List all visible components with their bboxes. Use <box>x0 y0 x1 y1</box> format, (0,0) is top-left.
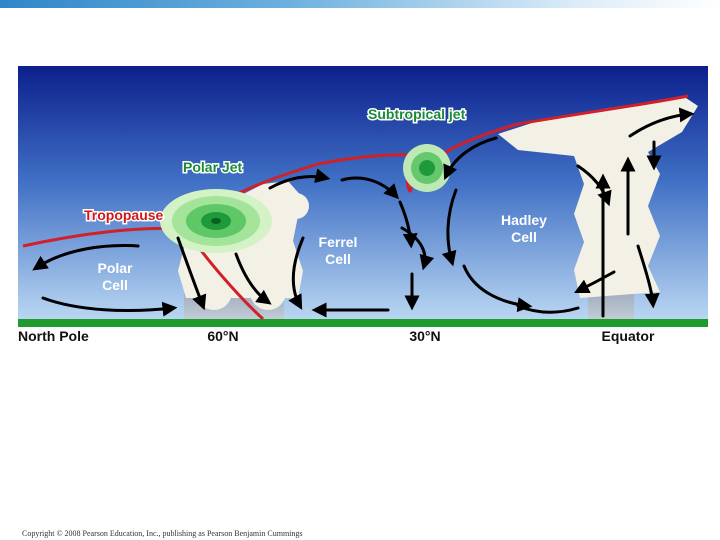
north-pole-label: North Pole <box>18 328 89 344</box>
circulation-arrows <box>32 107 695 318</box>
atmospheric-circulation-diagram: Subtropical jet Polar Jet Tropopause Pol… <box>18 66 708 346</box>
lat-30n-label: 30°N <box>409 328 440 344</box>
ground-surface <box>18 319 708 327</box>
hadley-cell-label-line2: Cell <box>511 229 537 245</box>
polar-jet-core <box>160 189 272 253</box>
top-accent-bar <box>0 0 720 8</box>
copyright-notice: Copyright © 2008 Pearson Education, Inc.… <box>22 529 303 538</box>
hadley-cell-label-line1: Hadley <box>501 212 547 228</box>
polar-cell-label-line1: Polar <box>97 260 133 276</box>
equator-label: Equator <box>602 328 655 344</box>
polar-jet-label: Polar Jet <box>183 159 242 175</box>
subtropical-jet-core <box>403 144 451 192</box>
tropopause-label: Tropopause <box>84 207 164 223</box>
ferrel-cell-label-line2: Cell <box>325 251 351 267</box>
lat-60n-label: 60°N <box>207 328 238 344</box>
ferrel-cell-label-line1: Ferrel <box>319 234 358 250</box>
polar-cell-label-line2: Cell <box>102 277 128 293</box>
subtropical-jet-label: Subtropical jet <box>368 106 466 122</box>
